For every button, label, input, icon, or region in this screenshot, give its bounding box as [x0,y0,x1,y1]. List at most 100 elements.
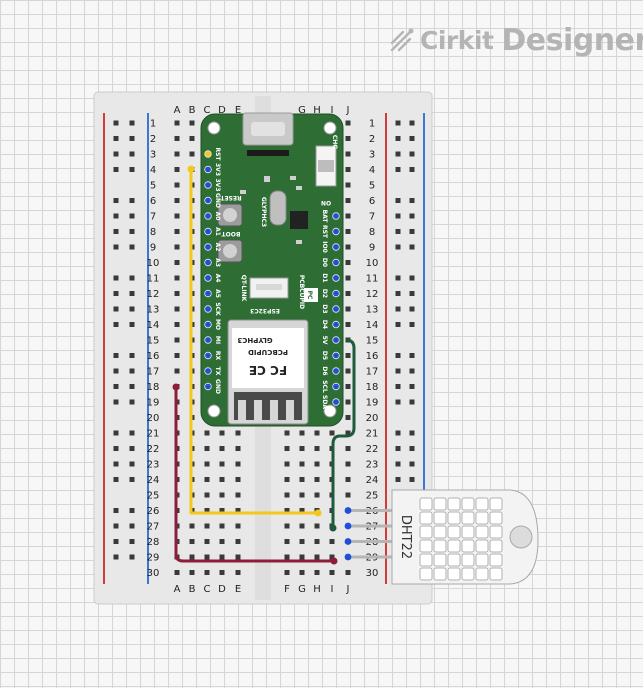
breadboard-hole[interactable] [284,446,290,451]
breadboard-hole[interactable] [345,306,351,312]
rail-hole[interactable] [395,213,401,219]
breadboard-hole[interactable] [284,523,290,529]
rail-hole[interactable] [129,368,135,374]
breadboard-hole[interactable] [235,523,241,529]
sensor-pin[interactable] [344,522,352,530]
board-pin[interactable] [204,274,212,282]
breadboard-hole[interactable] [219,570,225,575]
rail-hole[interactable] [409,229,415,234]
rail-hole[interactable] [129,198,135,203]
breadboard-hole[interactable] [204,539,210,544]
breadboard-hole[interactable] [299,492,305,498]
breadboard-hole[interactable] [204,461,210,467]
rail-hole[interactable] [409,430,415,436]
breadboard-hole[interactable] [345,492,351,498]
breadboard-hole[interactable] [345,446,351,451]
rail-hole[interactable] [129,539,135,544]
rail-hole[interactable] [395,136,401,141]
breadboard-hole[interactable] [174,337,180,343]
breadboard-hole[interactable] [345,430,351,436]
breadboard-hole[interactable] [219,523,225,529]
rail-hole[interactable] [395,275,401,281]
breadboard-hole[interactable] [189,554,195,560]
breadboard-hole[interactable] [219,554,225,560]
breadboard-hole[interactable] [345,384,351,389]
rail-hole[interactable] [113,368,119,374]
rail-hole[interactable] [409,384,415,389]
rail-hole[interactable] [113,120,119,126]
rail-hole[interactable] [113,198,119,203]
breadboard-hole[interactable] [174,291,180,296]
wire-red-end[interactable] [330,557,338,565]
rail-hole[interactable] [129,430,135,436]
rail-hole[interactable] [113,151,119,157]
sensor-pin[interactable] [344,553,352,561]
breadboard-hole[interactable] [314,492,320,498]
rail-hole[interactable] [409,213,415,219]
board-pin[interactable] [204,212,212,220]
wire-green-end[interactable] [329,524,337,532]
board-pin[interactable] [332,274,340,282]
sensor-pin[interactable] [344,538,352,545]
rail-hole[interactable] [129,508,135,513]
board-pin[interactable] [204,305,212,313]
rail-hole[interactable] [113,244,119,250]
rail-hole[interactable] [129,399,135,405]
board-pin[interactable] [332,212,340,220]
breadboard-hole[interactable] [219,430,225,436]
power-switch-knob[interactable] [318,160,334,172]
breadboard-hole[interactable] [345,275,351,281]
rail-hole[interactable] [395,461,401,467]
breadboard-hole[interactable] [235,430,241,436]
breadboard-hole[interactable] [174,275,180,281]
rail-hole[interactable] [113,430,119,436]
rail-hole[interactable] [409,120,415,126]
board-pin[interactable] [204,351,212,360]
rail-hole[interactable] [409,368,415,374]
breadboard-hole[interactable] [284,508,290,513]
rail-hole[interactable] [129,136,135,141]
rail-hole[interactable] [409,477,415,482]
breadboard-hole[interactable] [345,353,351,358]
rail-hole[interactable] [409,322,415,327]
breadboard-hole[interactable] [189,136,195,141]
rail-hole[interactable] [395,167,401,172]
board-pin[interactable] [332,289,340,298]
rail-hole[interactable] [129,353,135,358]
breadboard-hole[interactable] [314,446,320,451]
breadboard-hole[interactable] [345,120,351,126]
wire-green[interactable] [331,338,356,528]
breadboard-hole[interactable] [345,213,351,219]
breadboard-hole[interactable] [314,554,320,560]
rail-hole[interactable] [395,151,401,157]
breadboard-hole[interactable] [284,554,290,560]
rail-hole[interactable] [395,306,401,312]
breadboard-hole[interactable] [204,570,210,575]
board-pin[interactable] [204,289,212,298]
breadboard-hole[interactable] [345,322,351,327]
breadboard-hole[interactable] [204,523,210,529]
breadboard-hole[interactable] [204,446,210,451]
rail-hole[interactable] [113,291,119,296]
breadboard-hole[interactable] [219,508,225,513]
rail-hole[interactable] [395,368,401,374]
breadboard-hole[interactable] [345,151,351,157]
board-pin[interactable] [332,367,340,375]
rail-hole[interactable] [113,275,119,281]
rail-hole[interactable] [395,384,401,389]
breadboard-hole[interactable] [235,554,241,560]
rail-hole[interactable] [395,120,401,126]
rail-hole[interactable] [113,446,119,451]
board-pin[interactable] [332,305,340,313]
board-pin[interactable] [332,382,340,391]
breadboard-hole[interactable] [204,477,210,482]
board-pin[interactable] [204,243,212,251]
breadboard-hole[interactable] [235,477,241,482]
breadboard-hole[interactable] [299,446,305,451]
board-pin[interactable] [204,181,212,189]
breadboard-hole[interactable] [174,151,180,157]
board-pin[interactable] [332,351,340,360]
breadboard-hole[interactable] [345,570,351,575]
breadboard-hole[interactable] [314,477,320,482]
rail-hole[interactable] [129,384,135,389]
